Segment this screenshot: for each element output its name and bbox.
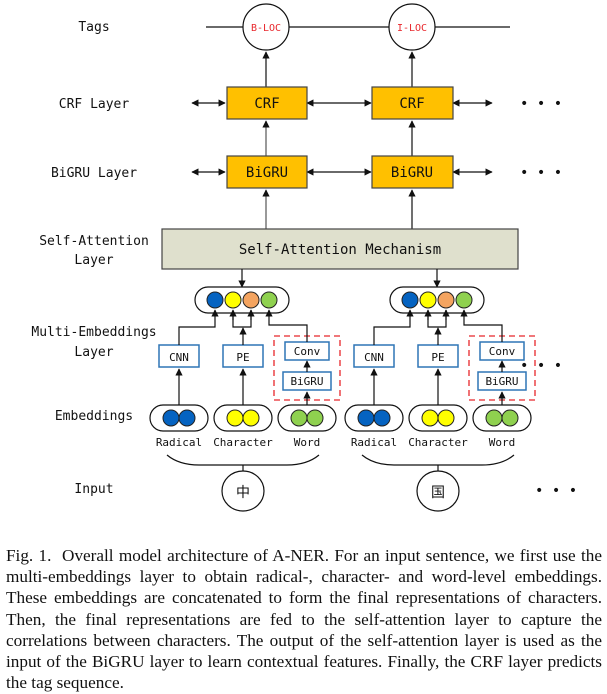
radical-embedding-dot-b-1 [178,409,196,427]
radical-embedding-dot-a-1 [162,409,180,427]
character-embedding-label-1: Character [213,436,273,449]
figure-caption: Fig. 1. Overall model architecture of A-… [6,545,602,693]
input-character-node-2 [416,470,460,512]
row-label-crf: CRF Layer [59,97,130,112]
caption-label: Fig. 1. [6,546,52,565]
crf-block-2-label: CRF [399,96,424,112]
row-label-tags: Tags [78,20,109,35]
word-embedding-dot-b-2 [501,409,519,427]
word-embedding-dot-a-1 [290,409,308,427]
concat-dot-concat-2 [437,291,455,309]
row-label-self-attention-2: Layer [74,253,113,268]
row-label-embeddings: Embeddings [55,409,133,424]
input-ellipsis: • • • [535,483,577,499]
word-bigru-label-2: BiGRU [485,375,518,388]
embedding-ellipsis: • • • [520,358,562,374]
crf-block-1-label: CRF [254,96,279,112]
row-label-bigru: BiGRU Layer [51,166,137,181]
pe-label-2: PE [431,351,444,364]
concat-dot-word-2 [455,291,473,309]
row-label-multi-embeddings-2: Layer [74,345,113,360]
radical-embedding-label-1: Radical [156,436,202,449]
character-embedding-label-2: Character [408,436,468,449]
conv-label-2: Conv [489,345,516,358]
radical-embedding-dot-b-2 [373,409,391,427]
tag-node-1: B-LOC [242,3,290,51]
word-embedding-label-2: Word [489,436,516,449]
character-embedding-dot-b-1 [242,409,260,427]
row-label-self-attention-1: Self-Attention [39,234,149,249]
word-embedding-label-1: Word [294,436,321,449]
input-character-label-1: 中 [236,485,250,501]
concat-dot-radical-2 [401,291,419,309]
row-label-input: Input [74,482,113,497]
architecture-diagram: Tags CRF Layer BiGRU Layer Self-Attentio… [31,3,577,512]
crf-block-2: CRF [371,86,454,120]
radical-embedding-label-2: Radical [351,436,397,449]
concat-dot-word-1 [260,291,278,309]
input-brace-2 [361,454,515,466]
tag-label-1: B-LOC [251,23,281,34]
pe-label-1: PE [236,351,249,364]
crf-block-1: CRF [226,86,308,120]
input-brace-1 [166,454,320,466]
bigru-block-2: BiGRU [371,155,454,189]
arrow-cnn-to-concat-1 [178,309,219,345]
self-attention-label: Self-Attention Mechanism [239,242,441,258]
tag-label-2: I-LOC [397,23,427,34]
cnn-label-1: CNN [169,351,189,364]
radical-embedding-dot-a-2 [357,409,375,427]
tag-node-2: I-LOC [388,3,436,51]
bigru-block-1-label: BiGRU [246,165,288,181]
conv-label-1: Conv [294,345,321,358]
input-character-label-2: 国 [431,485,445,501]
concat-dot-character-2 [419,291,437,309]
input-character-node-1 [221,470,265,512]
self-attention-block: Self-Attention Mechanism [161,228,519,270]
arrow-conv-to-concat-2 [460,309,503,342]
word-bigru-label-1: BiGRU [290,375,323,388]
row-label-multi-embeddings-1: Multi-Embeddings [31,325,156,340]
character-embedding-dot-b-2 [437,409,455,427]
word-embedding-dot-b-1 [306,409,324,427]
concat-dot-concat-1 [242,291,260,309]
word-embedding-dot-a-2 [485,409,503,427]
bigru-block-1: BiGRU [226,155,308,189]
bigru-block-2-label: BiGRU [391,165,433,181]
character-embedding-dot-a-1 [226,409,244,427]
concat-dot-radical-1 [206,291,224,309]
cnn-label-2: CNN [364,351,384,364]
arrow-conv-to-concat-1 [265,309,308,342]
bigru-ellipsis: • • • [520,165,562,181]
crf-ellipsis: • • • [520,96,562,112]
caption-text: Overall model architecture of A-NER. For… [6,546,602,693]
arrow-cnn-to-concat-2 [373,309,414,345]
concat-dot-character-1 [224,291,242,309]
character-embedding-dot-a-2 [421,409,439,427]
